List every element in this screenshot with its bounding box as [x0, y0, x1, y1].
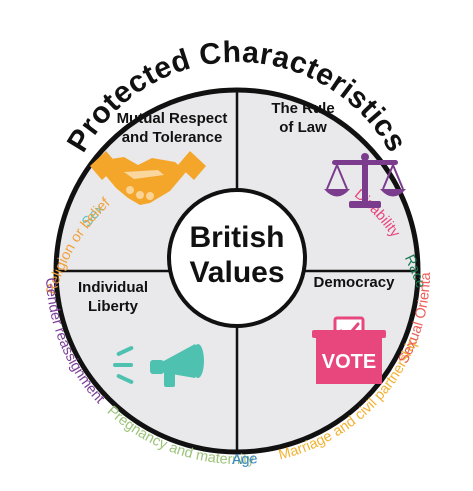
quadrant-bottom-left-line1: Individual — [78, 279, 148, 296]
quadrant-bottom-right-label: Democracy — [314, 274, 396, 291]
quadrant-top-left-line1: Mutual Respect — [117, 110, 228, 127]
center-title-line2: Values — [189, 256, 284, 289]
megaphone-icon — [113, 344, 204, 387]
center-circle — [167, 188, 307, 328]
characteristic-age: Age — [232, 451, 258, 468]
quadrant-top-right-line1: The Rule — [271, 100, 334, 117]
quadrant-bottom-left-line2: Liberty — [88, 298, 139, 315]
scales-icon — [324, 153, 406, 208]
center-title-line1: British — [189, 221, 284, 254]
quadrant-top-right-line2: of Law — [279, 119, 327, 136]
ballot-box-icon: VOTE — [312, 316, 386, 384]
handshake-icon — [90, 151, 206, 205]
ballot-vote-label: VOTE — [322, 351, 376, 373]
quadrant-top-left-line2: and Tolerance — [122, 129, 223, 146]
